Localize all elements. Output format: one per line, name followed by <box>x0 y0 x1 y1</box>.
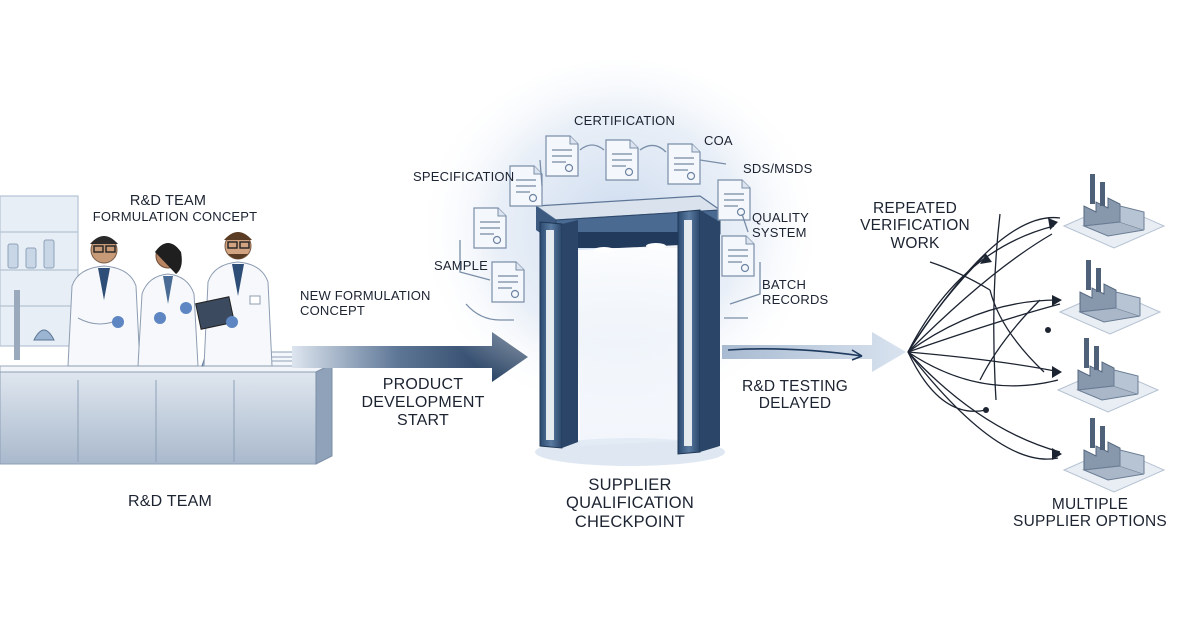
quality-system-label: QUALITY SYSTEM <box>752 210 810 240</box>
coa-label: COA <box>704 133 733 148</box>
certification-label: CERTIFICATION <box>574 113 676 128</box>
sample-label: SAMPLE <box>434 258 488 273</box>
repeated-verification-label: REPEATED VERIFICATION WORK <box>860 200 970 252</box>
document-icon-coa-2 <box>667 143 701 185</box>
factory-icon-1 <box>1063 173 1165 249</box>
supplier-arrows <box>907 213 1061 460</box>
factory-icon-3 <box>1057 337 1159 413</box>
delayed-arrow <box>722 332 906 372</box>
document-icon-sample-1 <box>473 207 507 249</box>
batch-records-label: BATCH RECORDS <box>762 277 829 307</box>
document-icon-sample-2 <box>491 261 525 303</box>
new-formulation-label: NEW FORMULATION CONCEPT <box>300 288 431 318</box>
checkpoint-label: SUPPLIER QUALIFICATION CHECKPOINT <box>566 476 694 531</box>
lab-scene <box>0 195 333 465</box>
factory-icon-2 <box>1059 259 1161 335</box>
document-icon-sds <box>717 179 751 221</box>
multiple-suppliers-label: MULTIPLE SUPPLIER OPTIONS <box>1013 496 1167 531</box>
factory-icon-4 <box>1063 417 1165 493</box>
document-icon-quality <box>721 235 755 277</box>
document-flow-arrows <box>459 144 761 321</box>
product-development-label: PRODUCT DEVELOPMENT START <box>361 376 485 429</box>
specification-label: SPECIFICATION <box>413 169 515 184</box>
scientist-group-icon <box>67 232 273 367</box>
document-icon-specification <box>509 165 543 207</box>
rd-team-heading: R&D TEAM <box>129 193 207 209</box>
sds-msds-label: SDS/MSDS <box>743 161 813 176</box>
document-icon-coa-1 <box>605 139 639 181</box>
development-arrow <box>292 332 528 382</box>
formulation-concept-label: FORMULATION CONCEPT <box>92 209 258 224</box>
supplier-arrowheads <box>980 218 1062 460</box>
checkpoint-gate-icon <box>534 195 722 455</box>
testing-delayed-label: R&D TESTING DELAYED <box>741 378 849 413</box>
document-icon-certification <box>545 135 579 177</box>
rd-team-label: R&D TEAM <box>128 493 212 510</box>
